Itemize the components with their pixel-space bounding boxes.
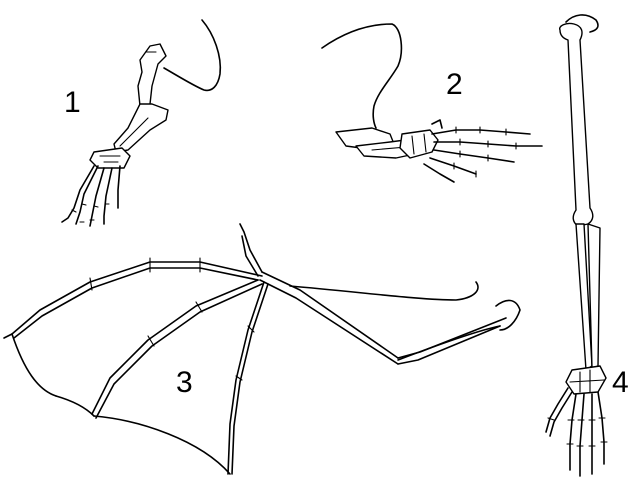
arm-figure-4	[546, 15, 607, 476]
figure-3-label: 3	[176, 366, 193, 399]
figure-2-label: 2	[446, 68, 463, 101]
forelimb-figure-2	[322, 24, 542, 182]
figure-1-label: 1	[64, 86, 81, 119]
figure-4-label: 4	[612, 366, 629, 399]
bat-wing-figure-3	[4, 224, 520, 474]
forelimb-figure-1	[62, 20, 220, 226]
